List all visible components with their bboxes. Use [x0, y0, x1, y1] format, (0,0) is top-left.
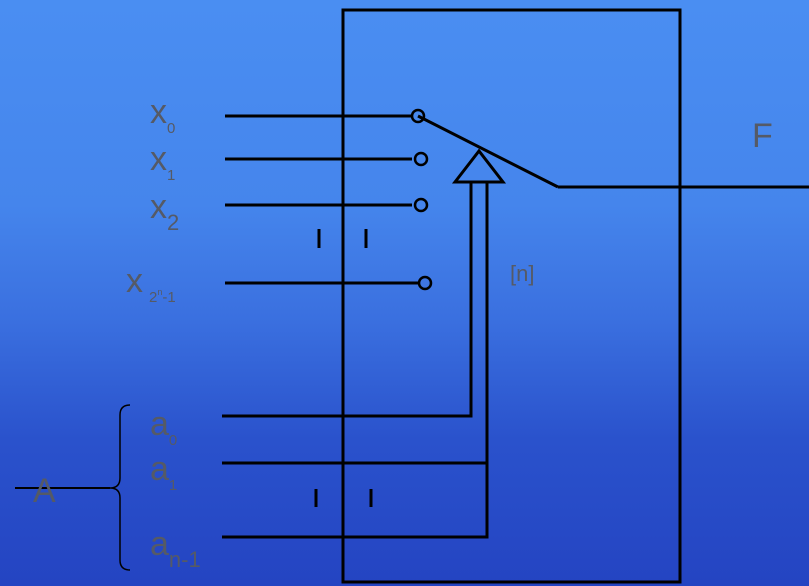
- select-arrow-head: [451, 148, 507, 184]
- address-label-a1: a1: [150, 450, 177, 494]
- address-group-label: A: [33, 472, 56, 510]
- address-wire-alast: [222, 182, 489, 539]
- switch-arm: [417, 114, 559, 189]
- terminal-x2: [413, 197, 429, 213]
- address-brace: [109, 404, 131, 571]
- output-label: F: [752, 117, 773, 155]
- address-label-alast: an-1: [150, 525, 201, 572]
- address-wire-a0: [222, 182, 473, 418]
- width-label: [n]: [510, 261, 534, 286]
- terminal-x1: [413, 151, 429, 167]
- mux-box: [341, 8, 682, 584]
- input-label-x0: x0: [150, 93, 175, 137]
- terminal-x0: [410, 108, 426, 124]
- input-label-x1: x1: [150, 140, 175, 184]
- address-label-a0: a0: [150, 405, 177, 449]
- terminal-xlast: [417, 275, 433, 291]
- input-label-x2: x2: [150, 188, 179, 235]
